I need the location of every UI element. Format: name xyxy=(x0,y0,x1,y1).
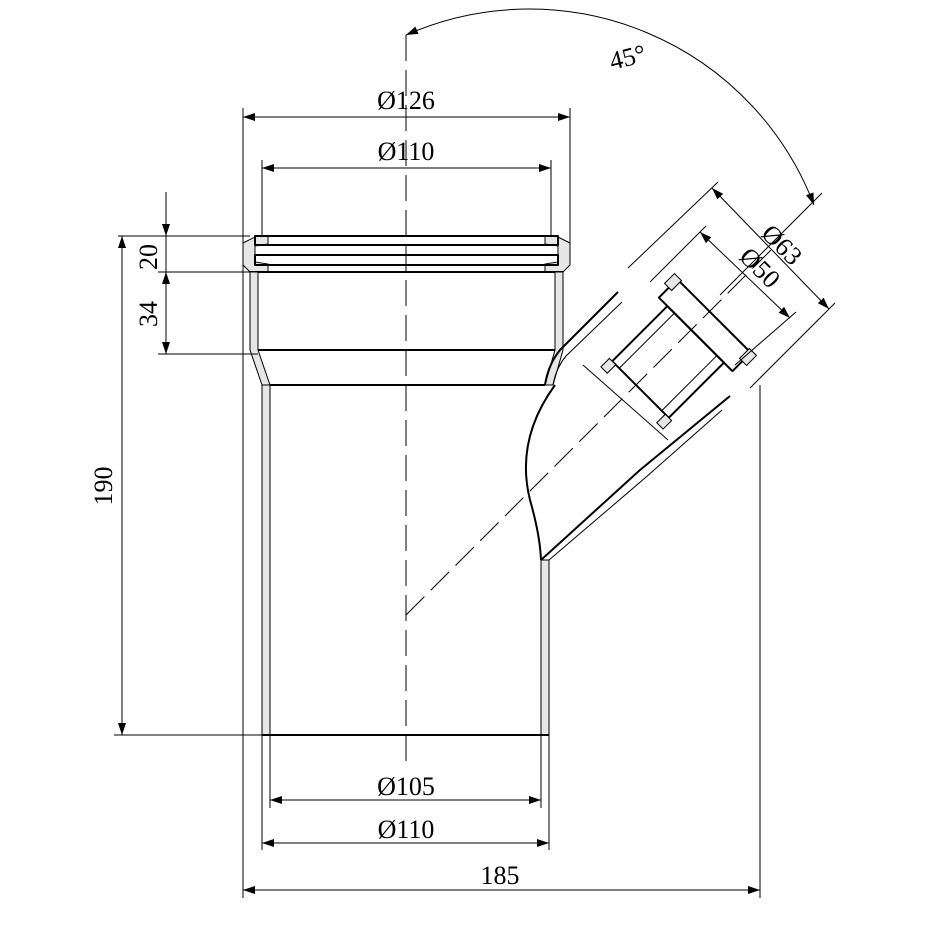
branch-inner-upper xyxy=(552,301,623,386)
ext-63-top xyxy=(627,181,719,269)
branch-intersection-arc xyxy=(524,384,556,561)
branch-socket xyxy=(600,272,758,430)
main-wall-right xyxy=(540,559,550,736)
pipe-fitting-body xyxy=(242,235,758,736)
socket-wall-left xyxy=(249,271,271,386)
branch-socket-lip-bottom xyxy=(656,413,673,430)
label-socket-depth: 34 xyxy=(134,301,163,327)
branch-flange-cap-top xyxy=(663,272,683,292)
label-overall-height: 190 xyxy=(89,467,118,506)
branch-socket-flange xyxy=(657,278,752,373)
branch-lower-wall xyxy=(540,395,731,561)
dim-line-50 xyxy=(699,231,791,319)
dimension-labels: 45° Ø126 Ø110 Ø63 Ø50 20 34 190 Ø105 Ø11… xyxy=(89,39,808,890)
branch-socket-body xyxy=(611,305,725,419)
dimensions xyxy=(114,8,836,898)
label-overall-width: 185 xyxy=(481,861,520,890)
socket-lip-top-band xyxy=(254,235,559,246)
ext-50-top xyxy=(649,225,707,283)
ext-63-bottom xyxy=(749,302,836,389)
branch-socket-lip-top xyxy=(600,357,617,374)
label-top-outer-diameter: Ø126 xyxy=(377,86,435,115)
branch-flange-cap-bottom xyxy=(738,347,758,367)
ext-50-bottom xyxy=(734,311,797,366)
centerlines xyxy=(405,35,773,770)
branch-inner-lower xyxy=(548,409,723,561)
label-bottom-outer-diameter: Ø110 xyxy=(378,815,435,844)
label-bottom-inner-diameter: Ø105 xyxy=(377,772,435,801)
angle-arc xyxy=(405,8,815,206)
socket-wall-right xyxy=(544,271,564,386)
main-wall-left xyxy=(261,384,271,736)
label-angle: 45° xyxy=(606,39,648,76)
branch-socket-inner xyxy=(618,312,675,369)
branch-centerline xyxy=(405,248,773,616)
label-socket-lip-height: 20 xyxy=(134,244,163,270)
branch-reducer-line xyxy=(582,364,669,441)
branch-upper-wall xyxy=(544,291,619,386)
label-top-inner-diameter: Ø110 xyxy=(378,137,435,166)
branch-socket-inner-2 xyxy=(661,355,718,412)
